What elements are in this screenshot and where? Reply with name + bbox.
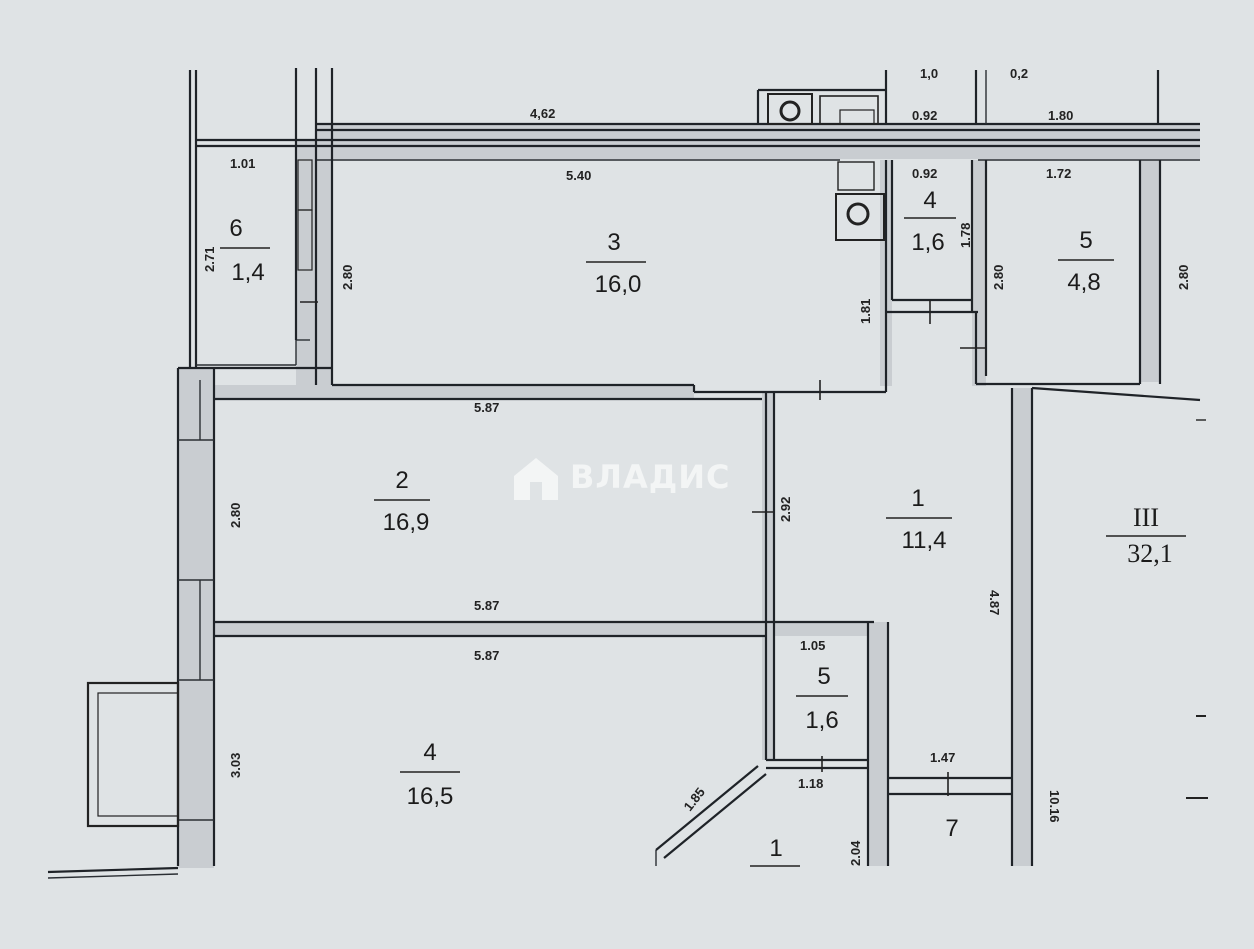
shaft-circle-icon	[846, 202, 870, 226]
room-2-number: 2	[395, 467, 408, 494]
dim-1-80: 1.80	[1048, 108, 1073, 123]
dim-5-87-b: 5.87	[474, 598, 499, 613]
door-marks	[300, 300, 986, 796]
room-6-number: 6	[229, 215, 242, 242]
room-4-large-area: 16,5	[407, 783, 454, 810]
room-5-top-number: 5	[1079, 227, 1092, 254]
house-logo-icon	[514, 458, 558, 500]
dimension-labels: 4,62 0.92 1.80 1.01 5.40 0.92 1.72 2.71 …	[202, 106, 1191, 866]
room-1-hall-number: 1	[911, 485, 924, 512]
dim-10-16: 10.16	[1047, 790, 1062, 823]
dim-5-87-a: 5.87	[474, 400, 499, 415]
dim-2-80-b: 2.80	[991, 265, 1006, 290]
dim-1-47: 1.47	[930, 750, 955, 765]
dim-2-80-d: 2.80	[228, 503, 243, 528]
common-area-label: III	[1133, 503, 1159, 532]
room-5-top-area: 4,8	[1067, 269, 1100, 296]
fixtures	[767, 93, 885, 241]
room-3-number: 3	[607, 229, 620, 256]
room-2-area: 16,9	[383, 509, 430, 536]
dim-1-72: 1.72	[1046, 166, 1071, 181]
dim-1-01: 1.01	[230, 156, 255, 171]
dim-2-04: 2.04	[848, 840, 863, 866]
dim-0-92: 0.92	[912, 166, 937, 181]
room-3-area: 16,0	[595, 271, 642, 298]
room-5-bath-area: 1,6	[805, 707, 838, 734]
dim-1-05: 1.05	[800, 638, 825, 653]
dim-2-71: 2.71	[202, 247, 217, 272]
partial-label-right: 0,2	[1010, 66, 1028, 81]
top-partial-labels: 1,0 0,2	[920, 66, 1028, 81]
room-4-small-number: 4	[923, 187, 936, 214]
partial-label-left: 1,0	[920, 66, 938, 81]
room-4-small-area: 1,6	[911, 229, 944, 256]
dim-2-92: 2.92	[778, 497, 793, 522]
dim-1-18: 1.18	[798, 776, 823, 791]
ventilation-shaft-icon	[767, 93, 813, 125]
room-7-number: 7	[945, 815, 958, 842]
dim-0-92-top: 0.92	[912, 108, 937, 123]
room-1-bottom-number: 1	[769, 835, 782, 862]
dim-4-62: 4,62	[530, 106, 555, 121]
dim-4-87: 4.87	[987, 590, 1002, 615]
dim-5-40: 5.40	[566, 168, 591, 183]
watermark: ВЛАДИС	[514, 458, 731, 500]
ventilation-circle-icon	[779, 100, 801, 122]
dim-3-03: 3.03	[228, 753, 243, 778]
shaft-box-icon	[835, 193, 885, 241]
dim-2-80-a: 2.80	[340, 265, 355, 290]
dim-1-78: 1.78	[958, 223, 973, 248]
room-labels: 6 1,4 3 16,0 4 1,6 5 4,8 2 16,9 1 11,4 4…	[220, 187, 1186, 867]
room-5-bath-number: 5	[817, 663, 830, 690]
watermark-text: ВЛАДИС	[570, 458, 731, 496]
dim-1-81: 1.81	[858, 299, 873, 324]
room-6-area: 1,4	[231, 259, 264, 286]
common-area-area: 32,1	[1127, 539, 1173, 568]
dim-2-80-c: 2.80	[1176, 265, 1191, 290]
dim-5-87-c: 5.87	[474, 648, 499, 663]
room-1-hall-area: 11,4	[902, 527, 947, 554]
room-4-large-number: 4	[423, 739, 436, 766]
